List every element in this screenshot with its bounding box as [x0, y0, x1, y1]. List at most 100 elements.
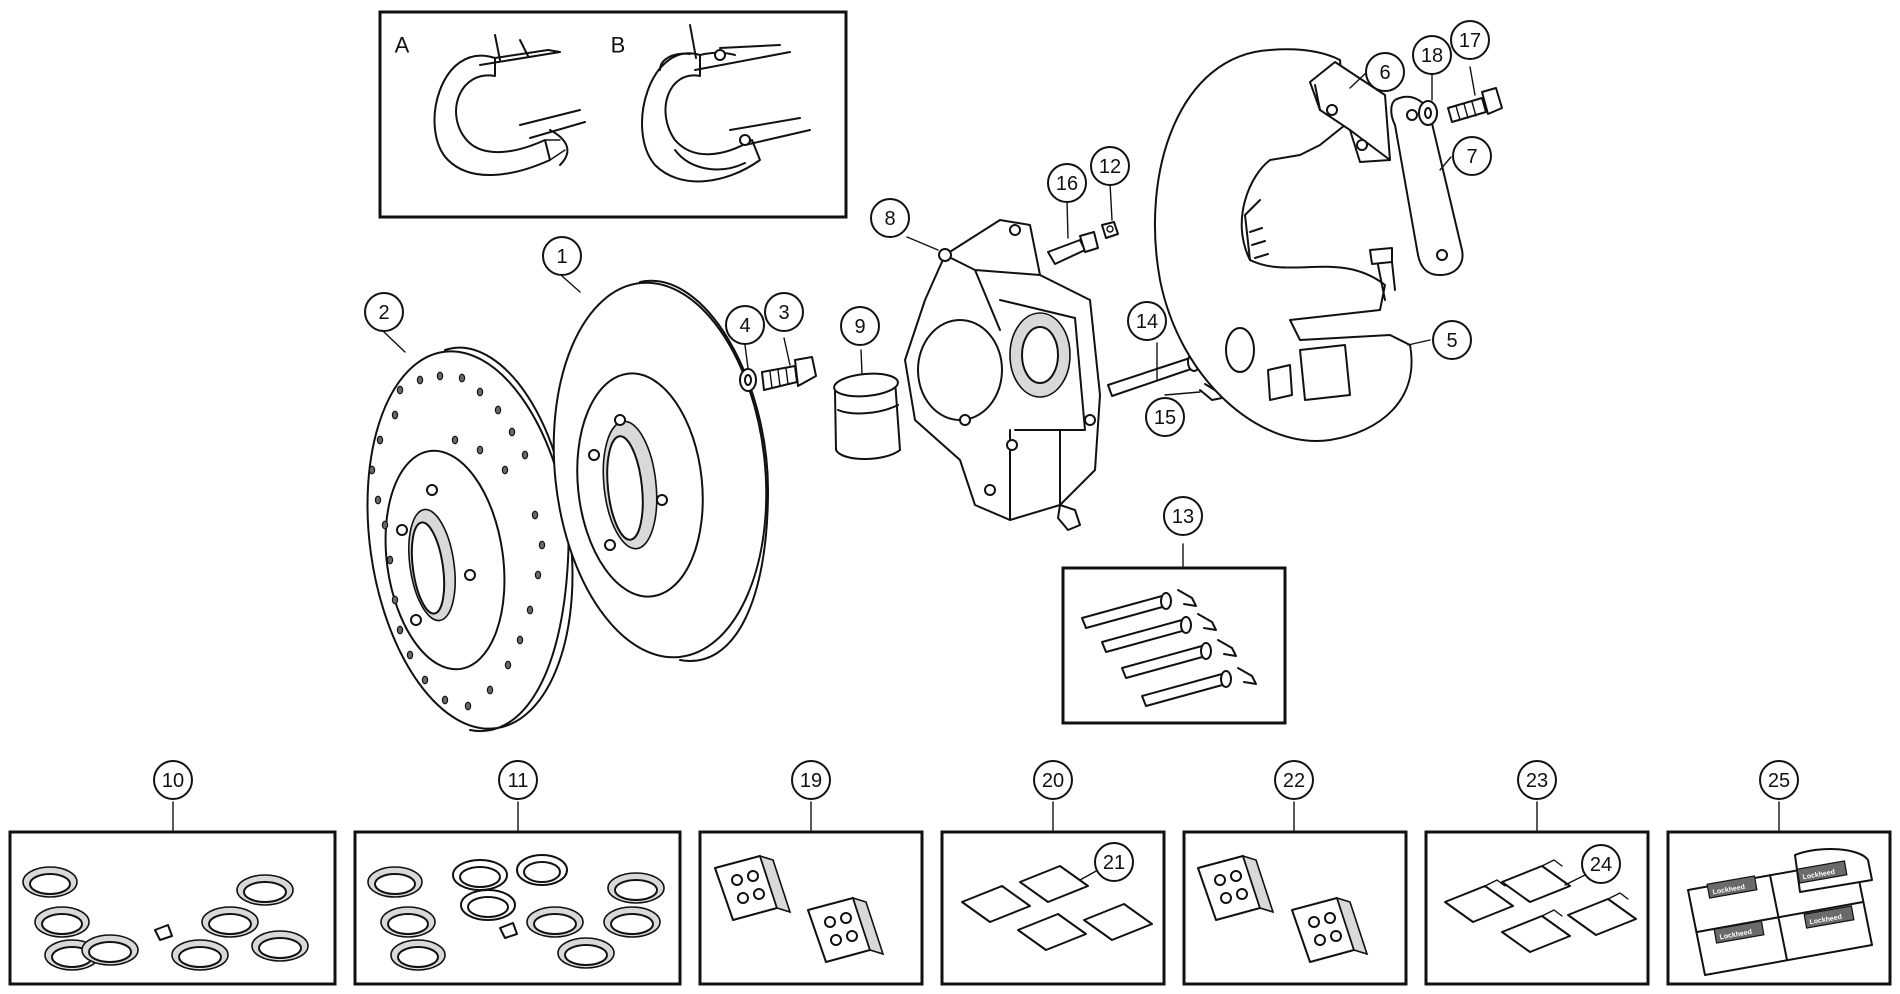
callout-circle [1365, 52, 1405, 92]
drill-hole [451, 435, 459, 445]
shim [1501, 915, 1571, 953]
callout-6: 6 [1365, 52, 1405, 92]
pad-hole [1330, 930, 1342, 942]
seal-ring-inner [459, 866, 501, 888]
pad-hole [753, 888, 765, 900]
shim [1019, 865, 1089, 903]
drill-hole [376, 435, 384, 445]
drill-hole [368, 465, 376, 475]
callout-8: 8 [870, 198, 910, 238]
callout-12: 12 [1090, 146, 1130, 186]
callout-circle [1094, 842, 1134, 882]
drill-hole [391, 595, 399, 605]
drill-hole [381, 520, 389, 530]
caliper-piston [833, 372, 901, 460]
seal-ring-inner [610, 913, 654, 935]
shim-tab [1541, 859, 1563, 867]
callout-label: 1 [556, 246, 567, 268]
seal-ring-inner [523, 861, 561, 883]
callout-label: 13 [1172, 506, 1194, 528]
callout-label: 25 [1768, 770, 1790, 792]
pad-hole [846, 930, 858, 942]
callout-label: 19 [800, 770, 822, 792]
callout-circle [1033, 760, 1073, 800]
leader-lines [172, 66, 1780, 886]
callout-label: 15 [1154, 407, 1176, 429]
pad-hole [747, 870, 759, 882]
seal-ring-inner [258, 937, 302, 959]
bracket-washer-and-bolt [1418, 87, 1503, 126]
pad-kit-box-19 [698, 830, 924, 986]
shim-tab [1484, 879, 1506, 887]
shim-tab [1541, 909, 1563, 917]
drill-hole [516, 635, 524, 645]
drill-hole [406, 650, 414, 660]
drill-hole [521, 450, 529, 460]
drill-hole [396, 385, 404, 395]
brake-caliper [904, 219, 1101, 531]
kit-clip [1217, 639, 1237, 657]
pad-friction [1335, 896, 1369, 956]
callout-4: 4 [725, 305, 765, 345]
drill-hole [476, 387, 484, 397]
kit-pin-head [1200, 642, 1212, 660]
callout-label: 6 [1379, 62, 1390, 84]
pad-hole [1214, 874, 1226, 886]
pad-hole [1308, 916, 1320, 928]
seal-ring-inner [397, 946, 439, 968]
kit-clip [1197, 613, 1217, 631]
seal-ring-inner [533, 913, 577, 935]
pad-hole [824, 916, 836, 928]
seal-inset-box: A B [378, 10, 848, 219]
seal-kit-box-11 [353, 830, 682, 986]
pad-hole [737, 892, 749, 904]
callout-circle [1127, 301, 1167, 341]
brake-pads [1197, 854, 1369, 963]
shim-kit-box-23 [1424, 830, 1650, 986]
pad-kit-box-22 [1182, 830, 1408, 986]
callout-circle [725, 305, 765, 345]
callout-label: 18 [1421, 45, 1443, 67]
pad-hole [1236, 888, 1248, 900]
pad-hole [1230, 870, 1242, 882]
callout-circle [153, 760, 193, 800]
kit-pin-head [1220, 670, 1232, 688]
callout-label: 24 [1590, 854, 1612, 876]
drill-hole [508, 427, 516, 437]
kit-clip [1237, 667, 1257, 685]
seal-ring-inner [41, 913, 83, 935]
drill-hole [421, 675, 429, 685]
anti-squeal-shims [961, 865, 1153, 951]
callout-label: 11 [508, 770, 529, 792]
seal-rings [367, 854, 665, 971]
callout-14: 14 [1127, 301, 1167, 341]
callout-label: 23 [1526, 770, 1548, 792]
callout-label: 8 [884, 208, 895, 230]
inset-label-b: B [611, 33, 626, 58]
shim [1444, 885, 1514, 923]
shim [1083, 903, 1153, 941]
pad-friction [1241, 854, 1275, 914]
callout-label: 14 [1136, 311, 1158, 333]
drill-hole [458, 373, 466, 383]
callout-circle [1047, 163, 1087, 203]
drill-hole [416, 375, 424, 385]
pad-hole [731, 874, 743, 886]
disc-splash-shield [1153, 48, 1413, 442]
disc-bolt-and-washer [739, 356, 817, 392]
callout-label: 7 [1466, 146, 1477, 168]
inset-label-a: A [395, 33, 410, 58]
callout-label: 17 [1459, 30, 1481, 52]
pad-hole [830, 934, 842, 946]
callout-circle [1432, 320, 1472, 360]
callout-circle [364, 292, 404, 332]
callout-label: 5 [1446, 330, 1457, 352]
seal-ring-inner [614, 879, 658, 901]
callout-3: 3 [764, 292, 804, 332]
seal-ring-inner [208, 913, 252, 935]
callout-23: 23 [1517, 760, 1557, 800]
shim [1501, 865, 1571, 903]
callout-10: 10 [153, 760, 193, 800]
pin-kit-box [1061, 566, 1287, 725]
